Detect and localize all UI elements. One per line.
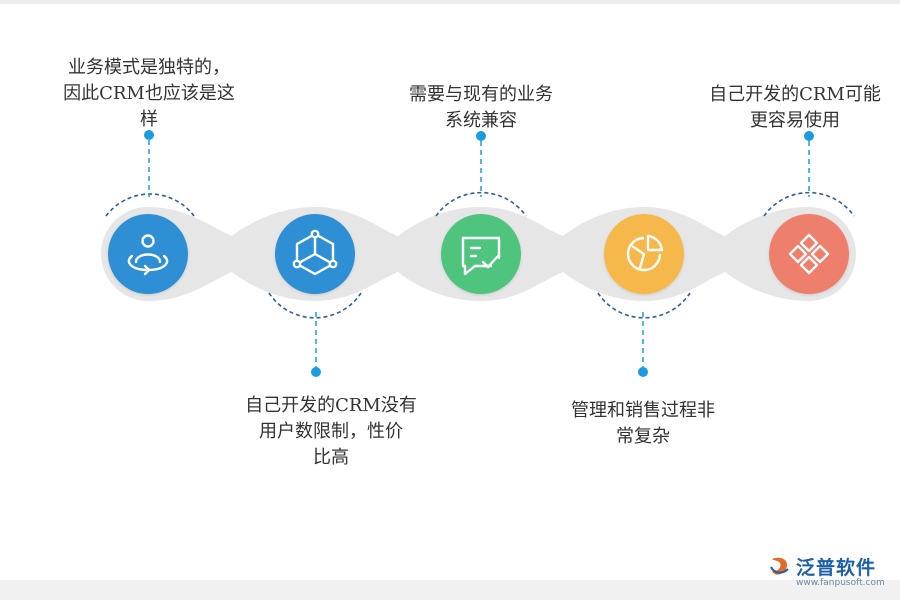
chat-check-icon xyxy=(461,236,501,276)
brand-name: 泛普软件 xyxy=(796,557,877,579)
step-node-5 xyxy=(769,214,849,294)
step-node-3 xyxy=(441,214,521,294)
brand-url: www.fanpusoft.com xyxy=(796,578,885,588)
connector-dot-2 xyxy=(311,367,321,377)
top-frame-band xyxy=(0,0,900,4)
step-node-1 xyxy=(108,214,188,294)
step-label-1: 业务模式是独特的， 因此CRM也应该是这 样 xyxy=(63,57,235,130)
bottom-frame-band xyxy=(0,580,900,600)
step-label-3: 需要与现有的业务 系统兼容 xyxy=(409,84,553,131)
pie-chart-icon xyxy=(626,234,664,272)
person-orbit-icon xyxy=(127,234,169,276)
diamond-grid-icon xyxy=(788,233,830,275)
step-node-4 xyxy=(604,214,684,294)
brand-logo: 泛普软件 www.fanpusoft.com xyxy=(768,553,893,593)
step-label-2: 自己开发的CRM没有 用户数限制，性价 比高 xyxy=(245,395,417,468)
arc-bottom-2 xyxy=(268,292,362,319)
arc-top-5 xyxy=(763,191,855,217)
cube-network-icon xyxy=(292,229,338,276)
arc-top-1 xyxy=(105,193,195,217)
connector-dot-1 xyxy=(144,130,154,140)
connector-dot-3 xyxy=(476,131,486,141)
step-label-4: 管理和销售过程非 常复杂 xyxy=(571,400,715,447)
connector-dot-4 xyxy=(638,367,648,377)
arc-bottom-4 xyxy=(597,292,691,319)
brand-mark-icon xyxy=(770,557,789,575)
step-node-2 xyxy=(275,214,355,294)
step-label-5: 自己开发的CRM可能 更容易使用 xyxy=(709,84,881,131)
arc-top-3 xyxy=(435,191,527,217)
connector-dot-5 xyxy=(804,131,814,141)
